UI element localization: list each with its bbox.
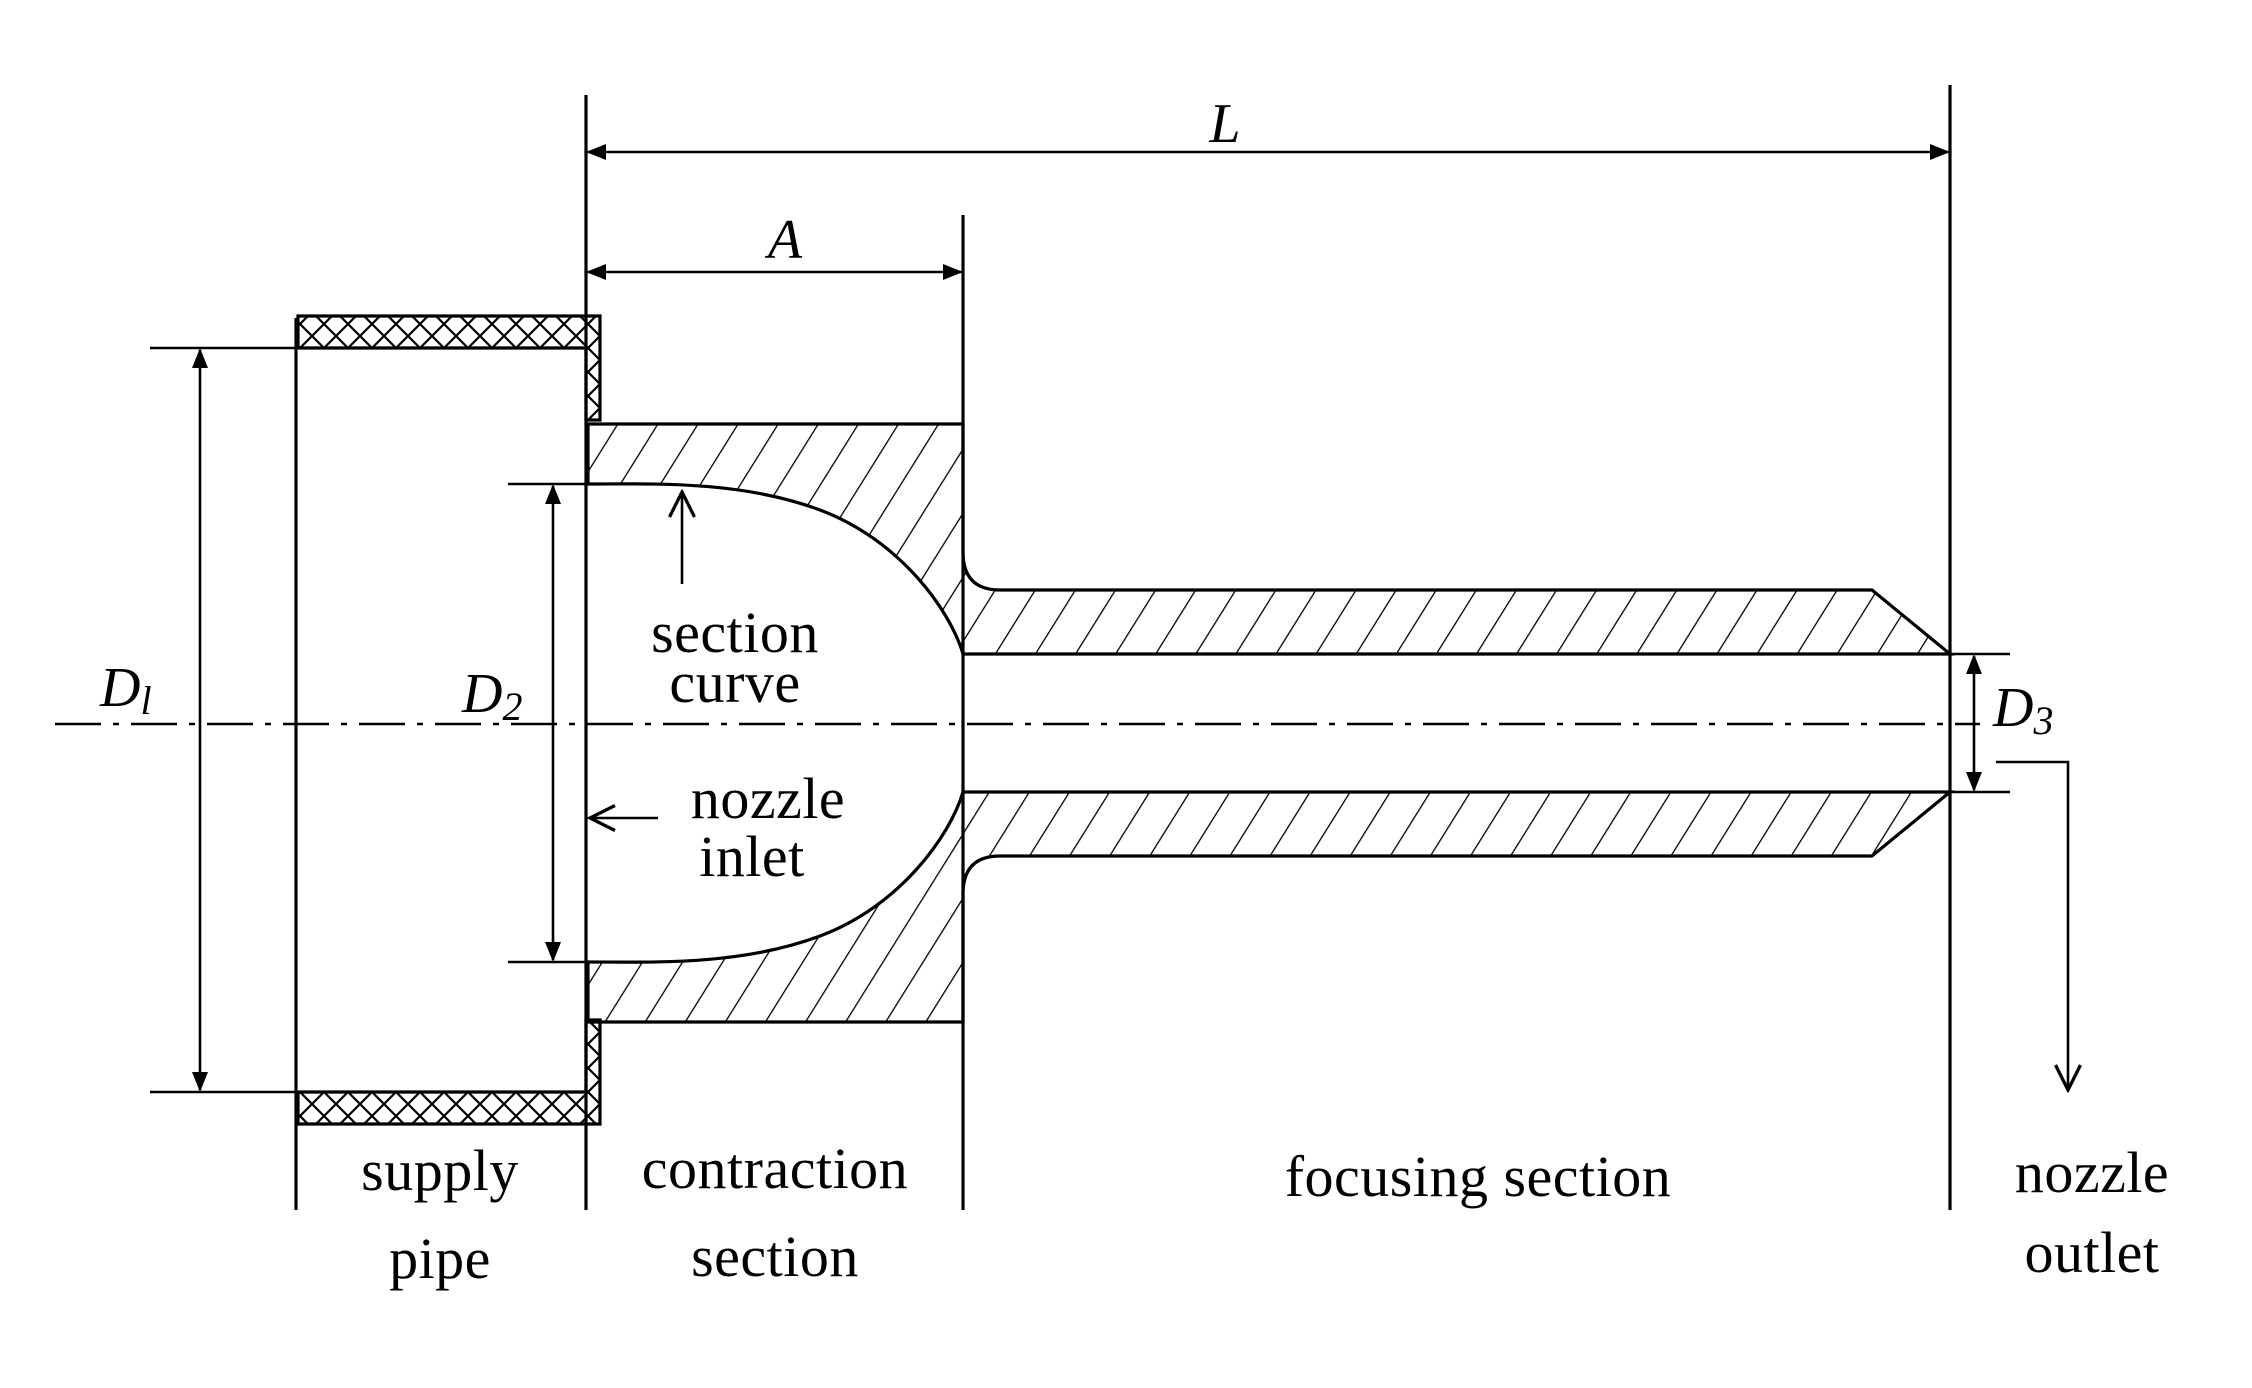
nozzle-lower-wall <box>586 790 1955 1024</box>
supply-pipe-bottom-wall <box>296 1018 602 1126</box>
dimension-d3-label: D3 <box>1992 677 2053 743</box>
nozzle-upper-wall <box>586 422 1955 656</box>
dimension-d2-label: D2 <box>461 663 522 729</box>
nozzle-inlet-label-line1: nozzle <box>691 766 845 831</box>
section-curve-label-line2: curve <box>669 650 800 715</box>
supply-pipe-label-line2: pipe <box>389 1226 491 1291</box>
nozzle-body <box>508 422 1955 1024</box>
nozzle-outlet-pointer-arrow <box>1996 760 2068 1090</box>
dimension-a-label: A <box>764 209 803 271</box>
dimension-l-label: L <box>1208 93 1240 155</box>
contraction-section-label-line1: contraction <box>642 1136 908 1201</box>
dimension-d1-label: Dl <box>99 657 152 723</box>
supply-pipe <box>150 314 602 1126</box>
focusing-section-label: focusing section <box>1285 1144 1672 1209</box>
nozzle-outlet-label-line1: nozzle <box>2015 1140 2169 1205</box>
section-curve-label-line1: section <box>651 600 819 665</box>
supply-pipe-label-line1: supply <box>361 1138 519 1203</box>
nozzle-inlet-label-line2: inlet <box>699 824 805 889</box>
contraction-section-label-line2: section <box>691 1224 859 1289</box>
supply-pipe-top-wall <box>296 314 602 422</box>
nozzle-outlet-label-line2: outlet <box>2024 1220 2159 1285</box>
